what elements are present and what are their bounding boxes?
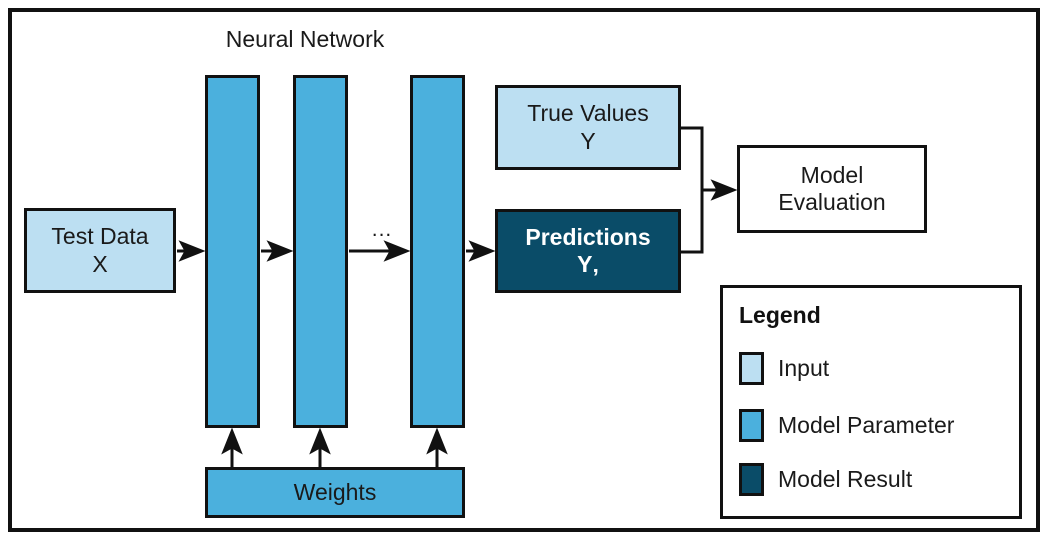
legend-swatch-model-parameter (739, 409, 764, 442)
nn-layer-column-3 (410, 75, 465, 428)
legend-item-model-result: Model Result (739, 463, 912, 496)
test-data-node: Test Data X (24, 208, 176, 293)
nn-ellipsis-label: ... (371, 218, 393, 241)
legend-item-model-parameter: Model Parameter (739, 409, 954, 442)
legend-panel: Legend Input Model Parameter Model Resul… (720, 285, 1022, 519)
legend-label-input: Input (778, 355, 830, 381)
legend-label-model-parameter: Model Parameter (778, 412, 955, 438)
model-evaluation-node: Model Evaluation (737, 145, 927, 233)
true-values-node: True Values Y (495, 85, 681, 170)
legend-swatch-input (739, 352, 764, 385)
nn-layer-column-1 (205, 75, 260, 428)
legend-label-model-result: Model Result (778, 466, 913, 492)
weights-node: Weights (205, 467, 465, 518)
neural-network-title: Neural Network (225, 26, 385, 52)
legend-swatch-model-result (739, 463, 764, 496)
legend-item-input: Input (739, 352, 829, 385)
legend-title: Legend (739, 302, 821, 328)
nn-layer-column-2 (293, 75, 348, 428)
predictions-node: Predictions Y‚ (495, 209, 681, 293)
